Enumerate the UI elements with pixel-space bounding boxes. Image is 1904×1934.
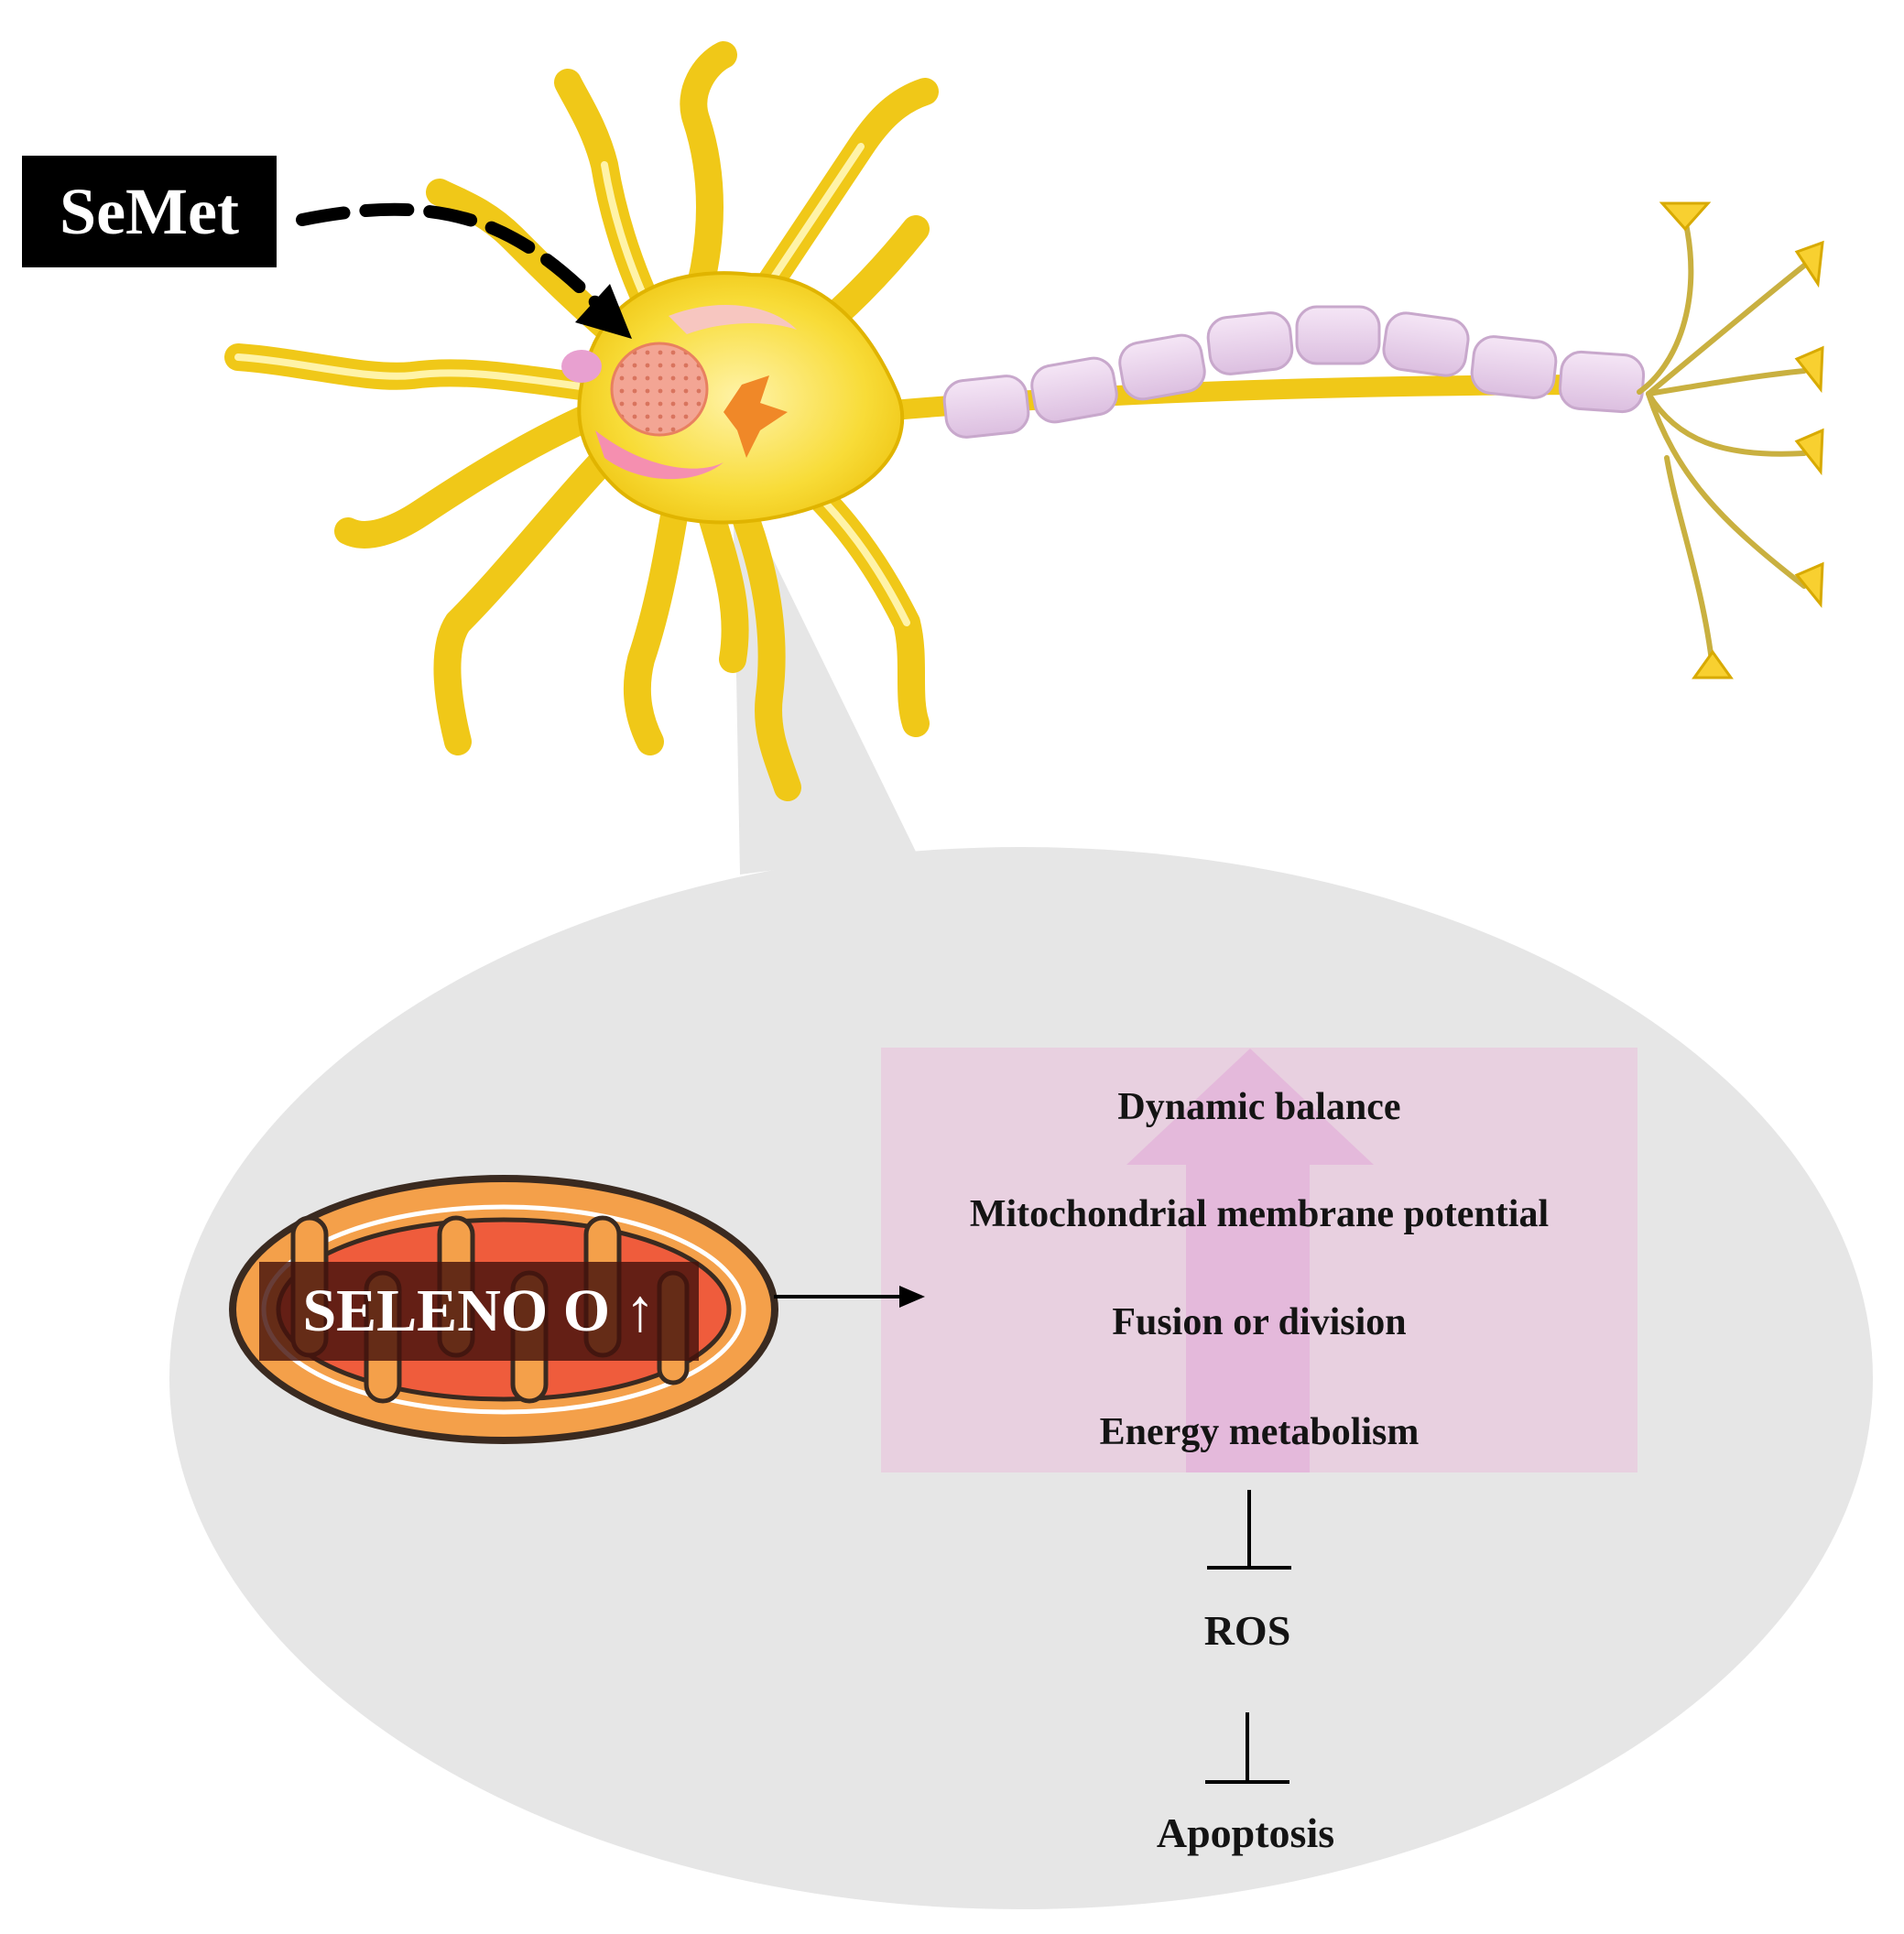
effects-panel <box>881 1048 1637 1472</box>
neuron-icon <box>224 41 1640 801</box>
synaptic-bouton <box>1659 201 1824 679</box>
inhibition-icon <box>1207 1490 1291 1570</box>
effect-membrane-potential: Mitochondrial membrane potential <box>969 1193 1550 1235</box>
semet-label: SeMet <box>60 174 239 248</box>
activation-arrow <box>774 1286 925 1308</box>
inhibition-icon <box>1205 1712 1289 1784</box>
effect-dynamic-balance: Dynamic balance <box>1117 1086 1401 1128</box>
dashed-arrow-icon <box>296 202 632 339</box>
seleno-label: SELENO O ↑ <box>302 1277 656 1344</box>
myelin-sheath <box>942 305 1646 439</box>
seleno-label-box: SELENO O ↑ <box>259 1262 699 1361</box>
semet-label-box: SeMet <box>22 156 277 267</box>
apoptosis-label: Apoptosis <box>1156 1809 1335 1856</box>
effect-fusion-division: Fusion or division <box>1112 1301 1407 1343</box>
axon-terminals <box>1637 217 1807 671</box>
ros-label: ROS <box>1203 1607 1291 1654</box>
effect-energy-metabolism: Energy metabolism <box>1099 1411 1420 1453</box>
